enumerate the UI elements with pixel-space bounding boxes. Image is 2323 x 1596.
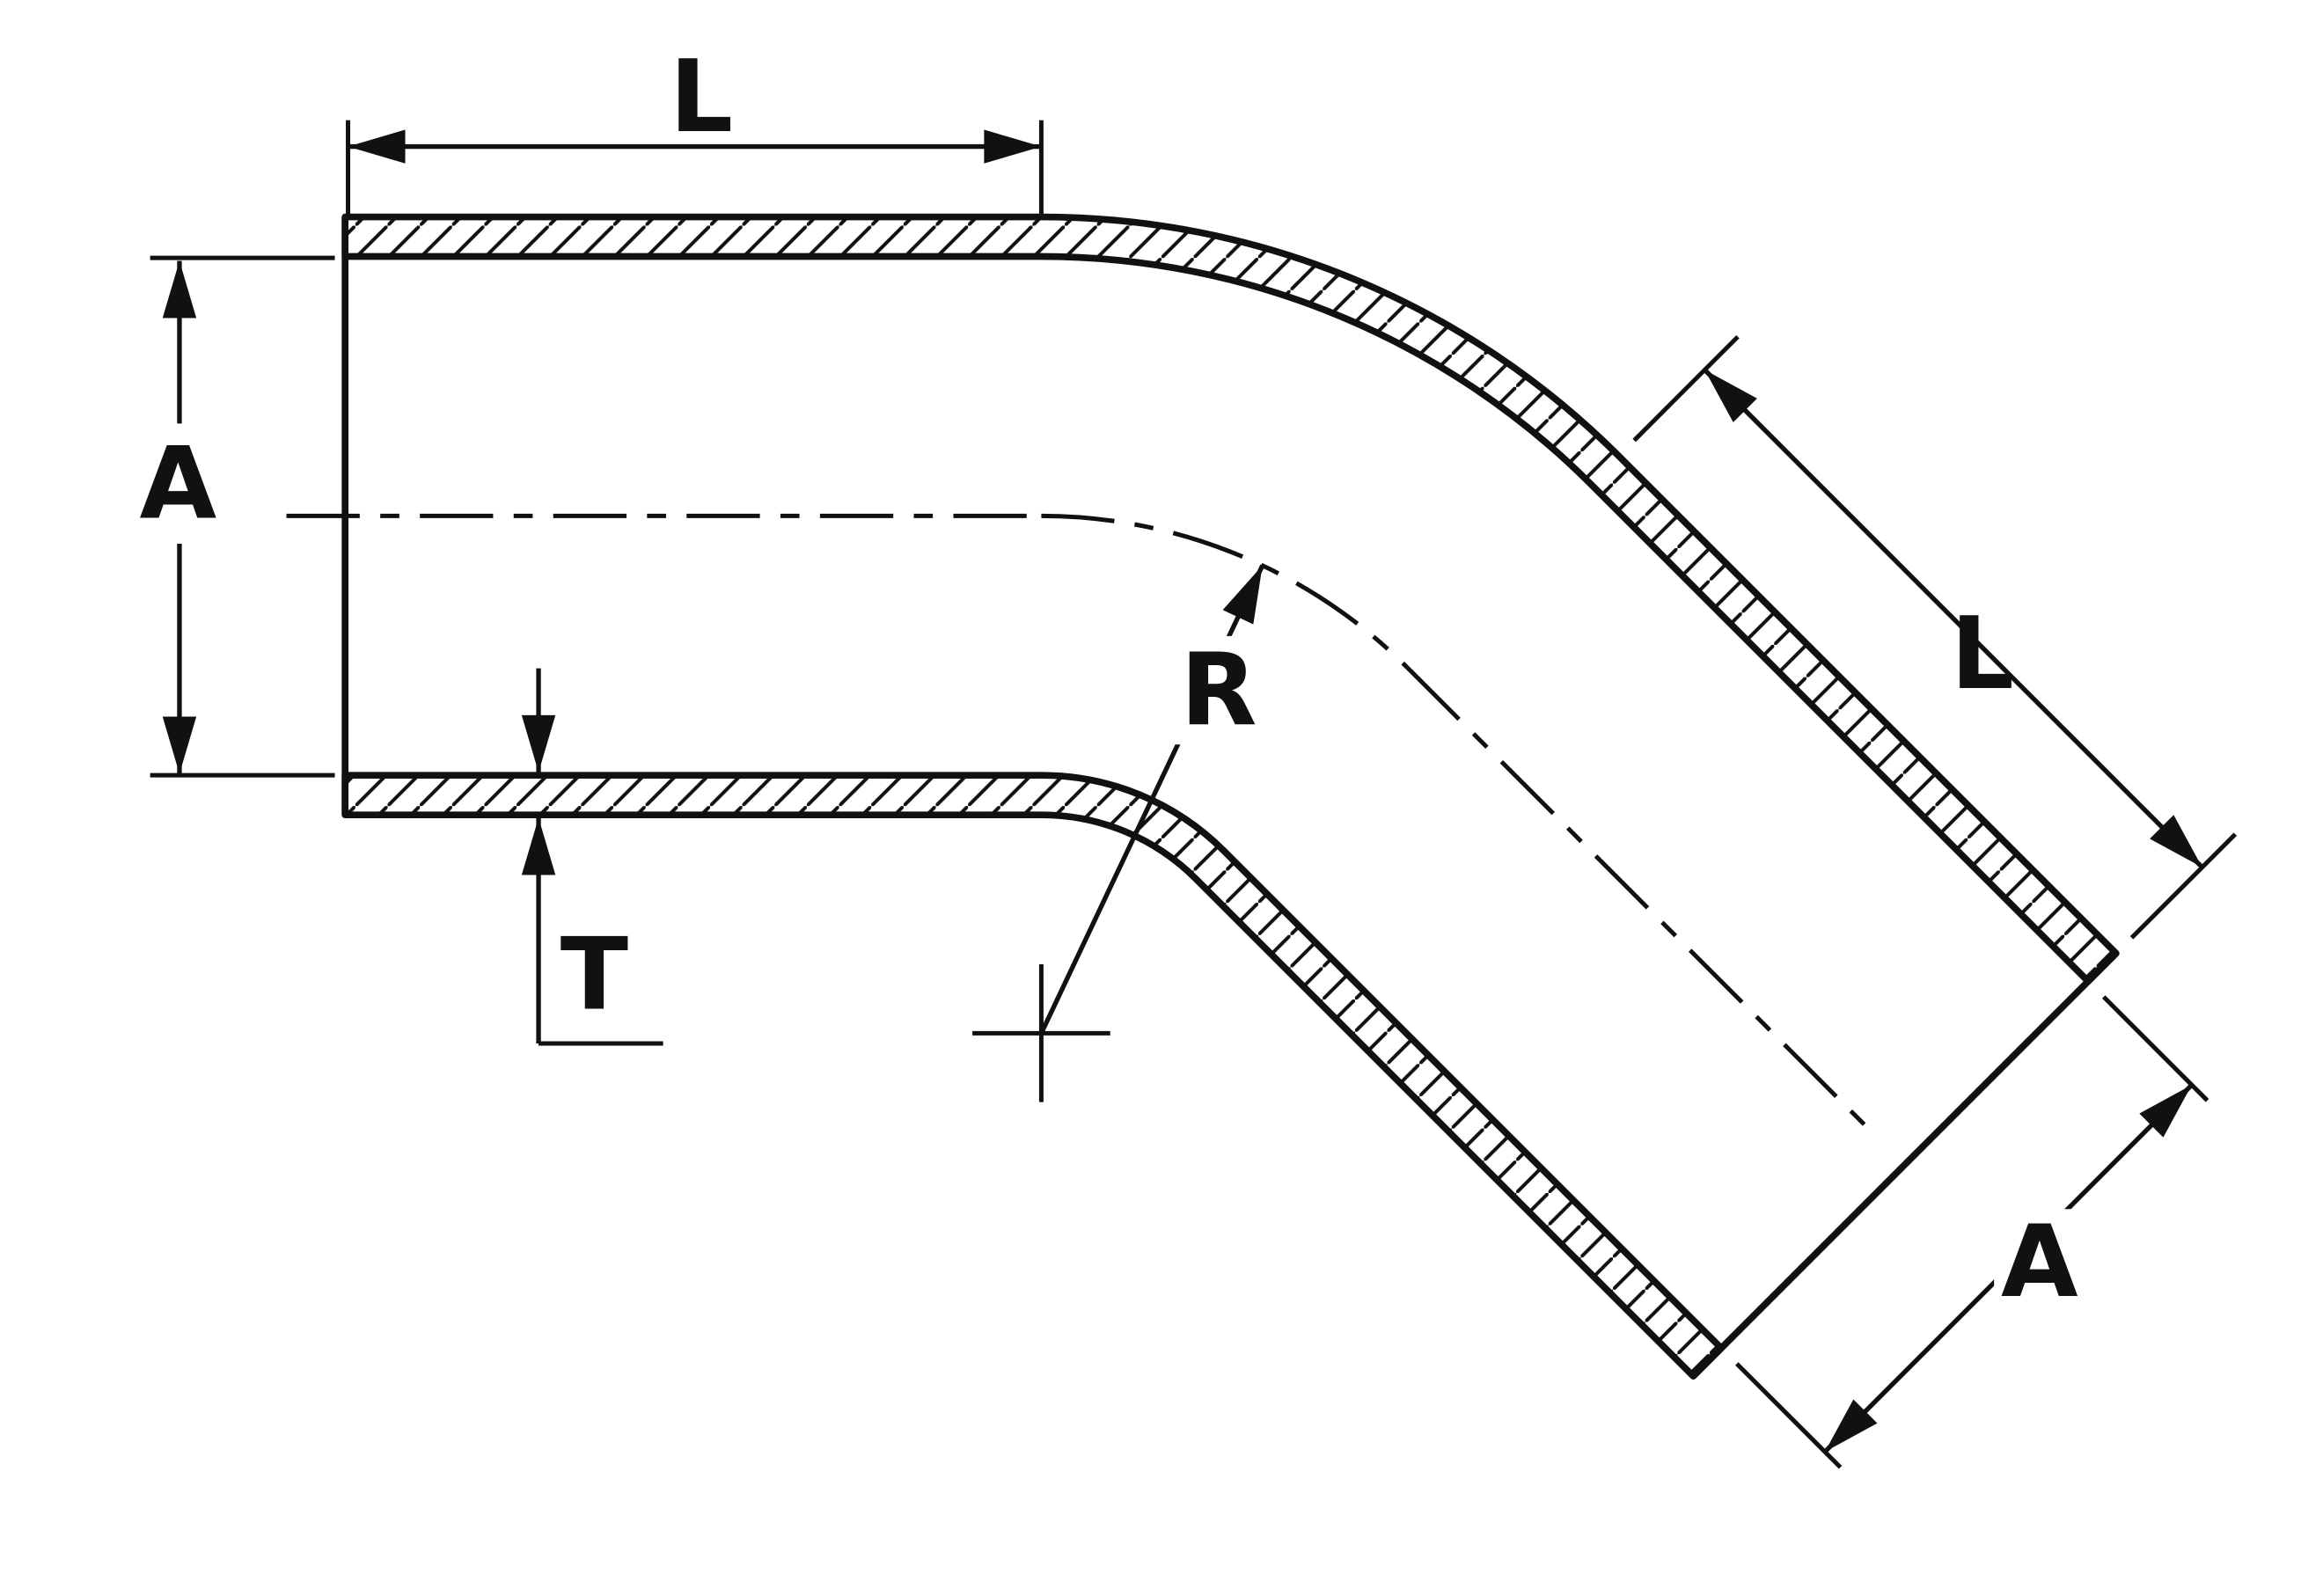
- dim-diameter-diagonal-label-bg: [1994, 1209, 2088, 1318]
- dim-diameter-diagonal: A: [1735, 995, 2209, 1469]
- dim-diameter-left-label-bg: [126, 423, 230, 544]
- dim-bend-radius: R: [972, 564, 1267, 1102]
- dim-diameter-left-label: A: [139, 426, 216, 542]
- dim-diameter-left: A: [126, 255, 335, 778]
- dim-length-top-label: L: [670, 39, 733, 155]
- dim-length-diagonal-ext-lower: [2129, 832, 2238, 940]
- tube-bottom-wall: [341, 772, 1725, 1380]
- dim-radius-label: R: [1180, 633, 1257, 749]
- tube-body: [341, 213, 2120, 1380]
- dim-length-top: L: [346, 39, 1044, 215]
- dim-length-diagonal-line: [1703, 368, 2204, 869]
- dim-thickness-label: T: [561, 917, 628, 1033]
- centerline-diagonal: [1405, 665, 1876, 1136]
- dim-wall-thickness: T: [521, 668, 663, 1046]
- centerline-bend-arc: [1041, 513, 1409, 670]
- centerline: [286, 513, 1876, 1136]
- dim-length-diagonal-ext-upper: [1632, 335, 1740, 443]
- dim-diameter-diagonal-label: A: [2001, 1204, 2078, 1320]
- dim-length-diagonal-label: L: [1951, 596, 2014, 712]
- dim-diameter-diagonal-ext-upper: [2101, 995, 2209, 1102]
- dim-radius-label-bg: [1173, 635, 1267, 745]
- dim-length-diagonal: L: [1632, 335, 2238, 940]
- dim-diameter-diagonal-ext-lower: [1735, 1362, 1843, 1469]
